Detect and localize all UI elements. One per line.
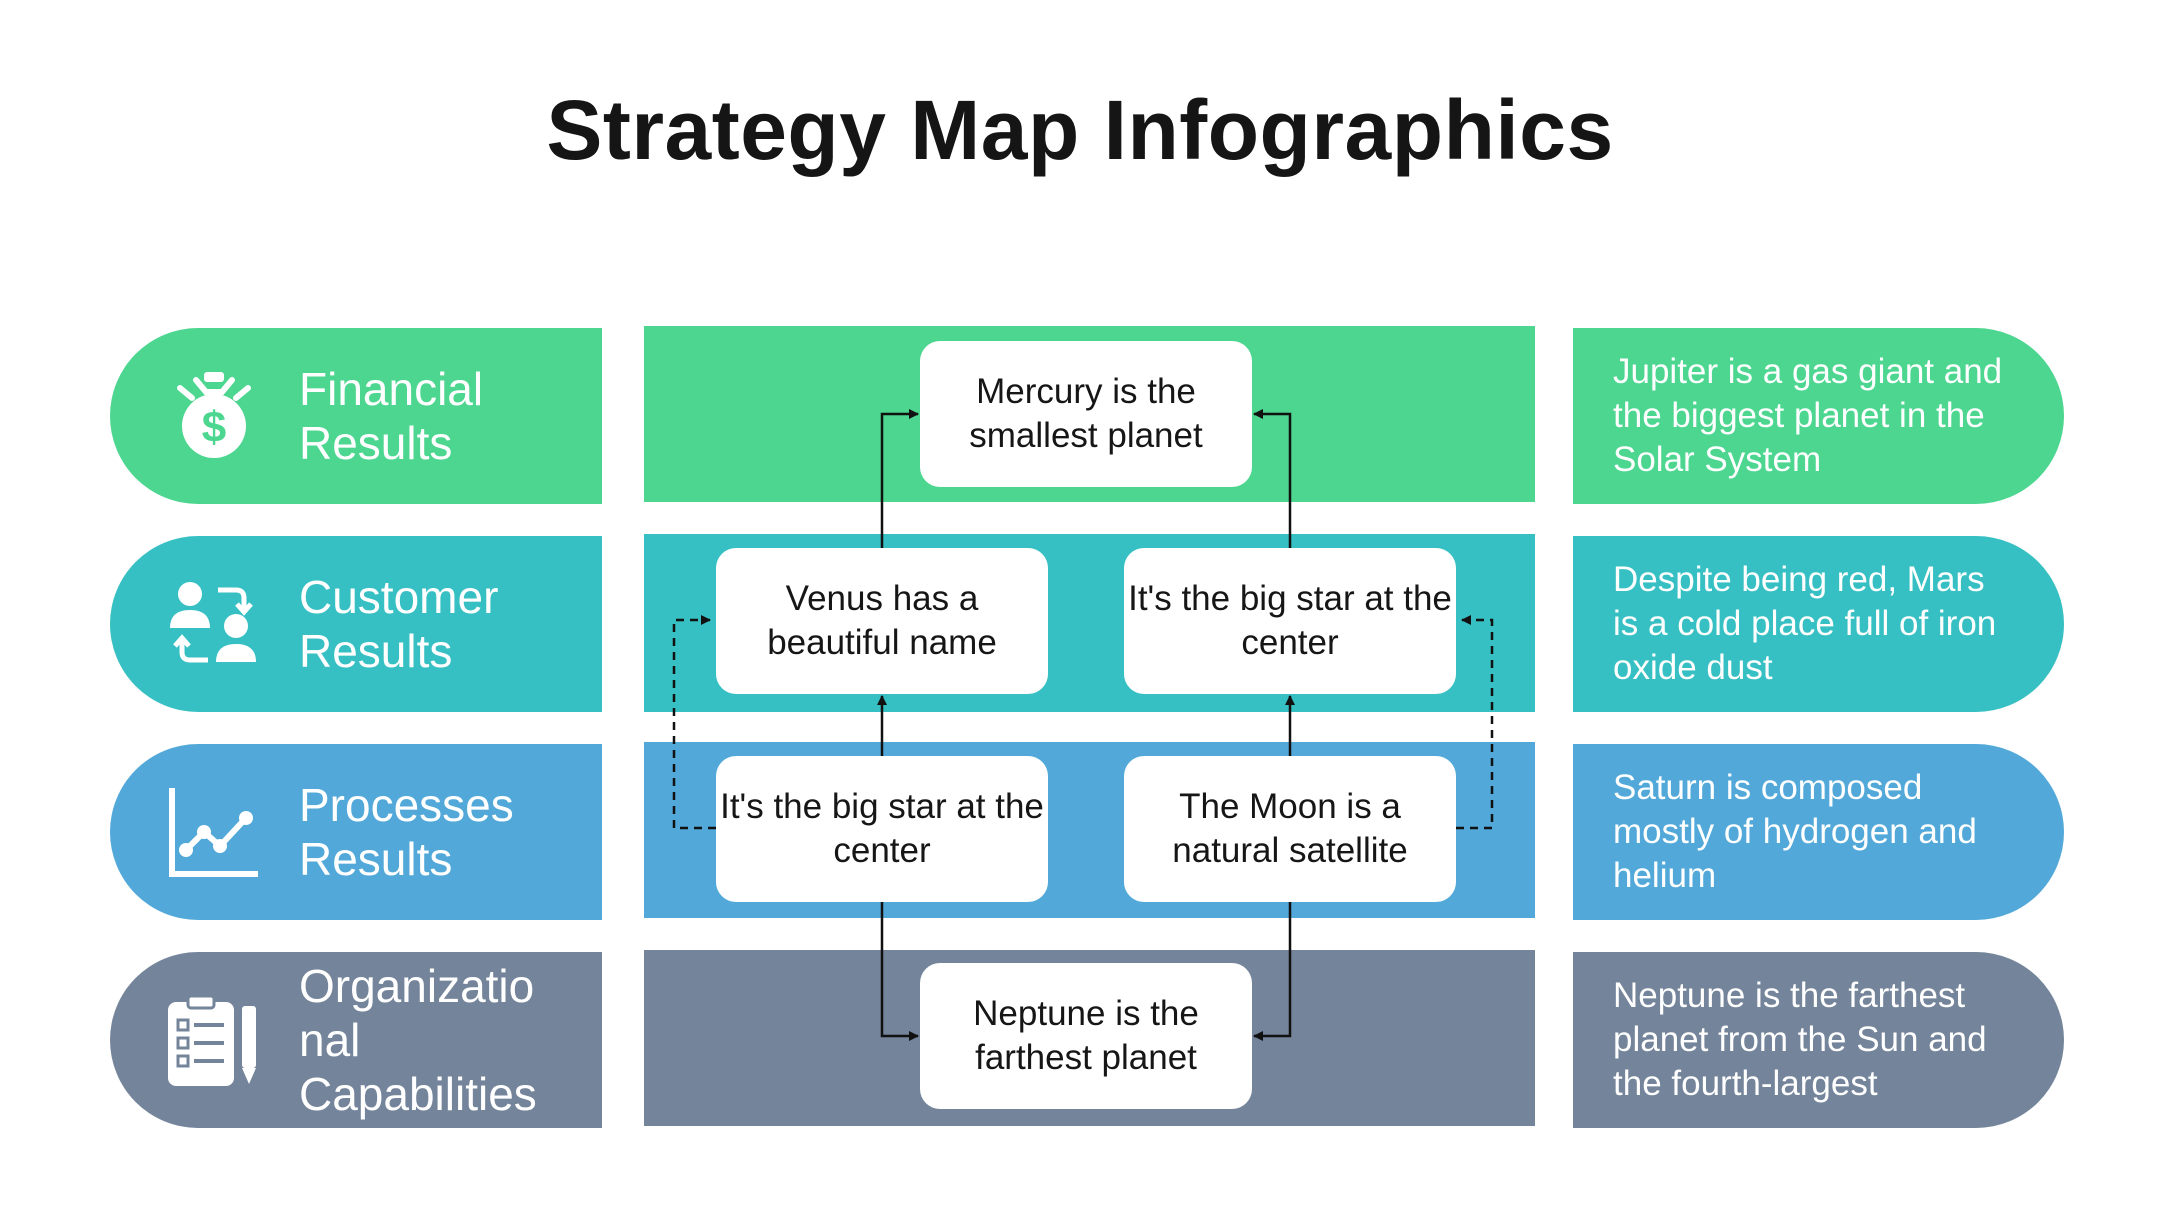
node-neptune: Neptune is the farthest planet [920, 963, 1252, 1109]
row-organizational-label-pill: Organizatio nal Capabilities [110, 952, 602, 1128]
row-customer-description-pill: Despite being red, Mars is a cold place … [1573, 536, 2064, 712]
svg-text:$: $ [202, 403, 226, 452]
row-processes-label: Processes Results [299, 779, 514, 885]
row-organizational-label: Organizatio nal Capabilities [299, 960, 537, 1120]
line-chart-icon [169, 788, 258, 877]
node-venus: Venus has a beautiful name [716, 548, 1048, 694]
row-financial-label-pill: $ Financial Results [110, 328, 602, 504]
dashed-arrow-moon-to-bigstar [1456, 615, 1494, 830]
row-customer-description: Despite being red, Mars is a cold place … [1613, 560, 1997, 687]
node-big-star-top: It's the big star at the center [1124, 548, 1456, 694]
row-financial-description: Jupiter is a gas giant and the biggest p… [1613, 352, 2003, 479]
arrow-venus-to-mercury [880, 409, 919, 548]
row-financial-description-pill: Jupiter is a gas giant and the biggest p… [1573, 328, 2064, 504]
row-customer-label-pill: Customer Results [110, 536, 602, 712]
row-processes-label-pill: Processes Results [110, 744, 602, 920]
row-organizational-description: Neptune is the farthest planet from the … [1613, 976, 1987, 1103]
row-customer-label: Customer Results [299, 571, 499, 677]
dashed-arrow-bigstar-bottom-to-venus [672, 615, 716, 830]
node-moon: The Moon is a natural satellite [1124, 756, 1456, 902]
checklist-clipboard-icon [168, 994, 256, 1086]
arrow-moon-to-neptune [1253, 902, 1292, 1041]
money-bag-icon: $ [177, 372, 251, 458]
page-title: Strategy Map Infographics [546, 83, 1614, 177]
row-processes-description: Saturn is composed mostly of hydrogen an… [1613, 768, 1977, 895]
arrow-bigstar-bottom-to-neptune [880, 902, 919, 1041]
row-financial-label: Financial Results [299, 363, 484, 469]
arrow-bigstar-to-mercury [1253, 409, 1292, 548]
node-mercury: Mercury is the smallest planet [920, 341, 1252, 487]
node-big-star-bottom: It's the big star at the center [716, 756, 1048, 902]
row-processes-description-pill: Saturn is composed mostly of hydrogen an… [1573, 744, 2064, 920]
row-organizational-description-pill: Neptune is the farthest planet from the … [1573, 952, 2064, 1128]
users-exchange-icon [170, 582, 256, 663]
